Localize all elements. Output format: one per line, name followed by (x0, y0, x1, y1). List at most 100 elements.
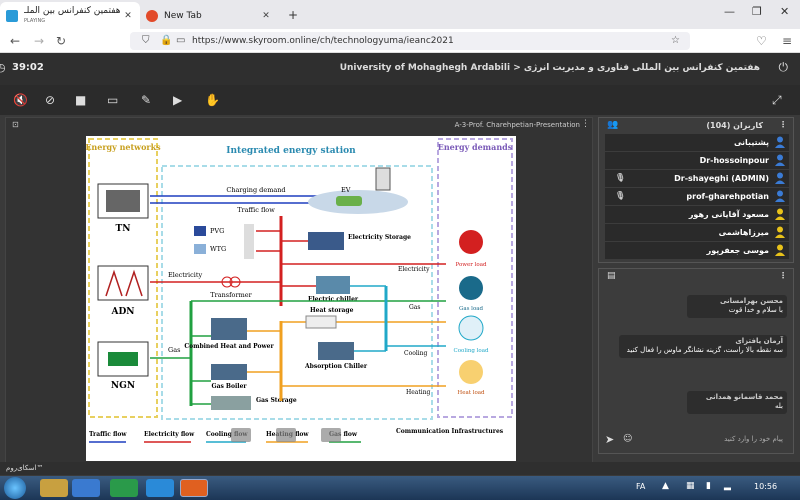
user-row[interactable]: میرزاهاشمی (605, 224, 789, 242)
language-indicator[interactable]: FA (636, 482, 646, 491)
battery-icon[interactable]: ▮ (706, 481, 711, 491)
minimize-icon[interactable]: — (724, 5, 735, 18)
chat-input[interactable]: ➤ ☺ پیام خود را وارد کنید (603, 431, 789, 449)
chat-text: سه نقطه بالا راست، گزینه نشانگر ماوس را … (626, 346, 783, 354)
emoji-icon[interactable]: ☺ (623, 434, 633, 444)
zoom-in-icon[interactable] (276, 428, 296, 442)
users-header: 👥 کاربران (104) ⋮ (599, 118, 793, 134)
pocket-icon[interactable]: ♡ (756, 34, 767, 48)
close-tab-icon[interactable]: ✕ (124, 10, 132, 21)
menu-icon[interactable]: ≡ (782, 34, 793, 48)
address-bar[interactable]: ⛉ 🔒 ▭ https://www.skyroom.online/ch/tech… (130, 32, 690, 50)
person-icon (775, 154, 785, 166)
chat-message: محمد قاسمانو همدانی بله (687, 391, 787, 414)
user-row[interactable]: موسی جعفرپور (605, 242, 789, 260)
user-row[interactable]: prof-gharehpotian🎙 (605, 188, 789, 206)
lock-icon[interactable]: 🔒 (160, 35, 173, 46)
transformer-label: Transformer (210, 291, 252, 299)
back-icon[interactable]: ← (10, 34, 21, 48)
person-icon (775, 226, 785, 238)
restore-icon[interactable]: ❐ (752, 5, 762, 18)
person-icon (775, 136, 785, 148)
users-count-title: کاربران (104) (706, 121, 763, 130)
electricity-left-label: Electricity (168, 271, 202, 279)
chat-text: با سلام و خدا قوت (728, 306, 783, 314)
microphone-icon: 🎙 (615, 191, 626, 200)
shield-icon[interactable]: ⛉ (142, 35, 150, 46)
tab-new-tab[interactable]: New Tab ✕ (140, 2, 278, 29)
legend-gas: Gas flow (329, 431, 358, 438)
close-tab-icon[interactable]: ✕ (262, 10, 270, 21)
send-icon[interactable]: ➤ (605, 433, 615, 446)
legend-electricity: Electricity flow (144, 431, 195, 438)
tray-arrow-icon[interactable]: ▲ (662, 481, 669, 491)
brand-footer: اسکای‌روم™ (0, 462, 800, 475)
user-name: Dr-shayeghi (ADMIN) (674, 174, 769, 183)
chat-author: محسن بهرامسانی (719, 297, 783, 305)
clock-icon: ◷ (0, 61, 6, 74)
whiteboard-pen-icon[interactable]: ✎ (141, 93, 152, 107)
network-ngn: NGN (111, 381, 135, 391)
person-icon (775, 190, 785, 202)
firefox-icon (146, 9, 158, 22)
energy-station-diagram: Energy networks Integrated energy statio… (85, 138, 513, 443)
ie-icon[interactable] (72, 479, 100, 497)
forward-icon[interactable]: → (34, 34, 45, 48)
bookmark-star-icon[interactable]: ☆ (671, 35, 680, 46)
tab-playing-label: PLAYING (24, 17, 46, 24)
user-row[interactable]: Dr-hossoinpour (605, 152, 789, 170)
camera-icon[interactable]: ■ (75, 93, 87, 107)
tab-skyroom[interactable]: اسکای‌روم - هفتمین کنفرانس بین الملـPLAY… (0, 2, 140, 29)
presentation-header: ⊡ A-3-Prof. Charehpetian-Presentation ⋮ (6, 118, 594, 133)
cooling-load-label: Cooling load (453, 348, 489, 354)
file-explorer-icon[interactable] (40, 479, 68, 497)
gas-right-label: Gas (409, 304, 420, 311)
chat-author: آرمان یافتزای (735, 337, 783, 345)
user-row[interactable]: پشتیبانی (605, 134, 789, 152)
user-name: پشتیبانی (733, 138, 769, 147)
camera-permission-icon[interactable]: ▭ (176, 35, 186, 46)
navigation-bar: ← → ↻ ⛉ 🔒 ▭ https://www.skyroom.online/c… (0, 29, 800, 53)
new-tab-icon[interactable]: + (288, 8, 299, 22)
skyroom-icon (6, 9, 18, 22)
power-load-label: Power load (456, 262, 487, 268)
media-toolbar: 🔇 ⊘ ■ ▭ ✎ ▶ ✋ ⤢ (0, 85, 800, 115)
exit-icon[interactable]: ⏻ (778, 60, 789, 74)
user-row[interactable]: Dr-shayeghi (ADMIN) 🎙 (605, 170, 789, 188)
absorption-chiller-label: Absorption Chiller (304, 363, 368, 370)
fullscreen-icon[interactable]: ⤢ (772, 93, 782, 107)
screen-share-icon[interactable]: ▭ (107, 93, 119, 107)
signal-icon[interactable]: ▂ (724, 481, 731, 491)
microphone-icon: 🎙 (615, 173, 626, 182)
more-options-icon[interactable]: ⋮ (779, 271, 787, 280)
firefox-taskbar-icon[interactable] (180, 479, 208, 497)
more-options-icon[interactable]: ⋮ (779, 120, 787, 129)
tab-title: New Tab (164, 10, 202, 21)
zoom-out-icon[interactable] (321, 428, 341, 442)
person-icon (775, 172, 785, 184)
presentation-icon[interactable]: ▶ (173, 93, 183, 107)
speaker-muted-icon[interactable]: 🔇 (13, 93, 28, 107)
more-options-icon[interactable]: ⋮ (581, 119, 590, 129)
legend-traffic: Traffic flow (89, 431, 127, 438)
media-icon[interactable] (110, 479, 138, 497)
presentation-title: A-3-Prof. Charehpetian-Presentation (454, 121, 580, 129)
zoom-fit-icon[interactable] (231, 428, 251, 442)
user-row[interactable]: مسعود آقایانی رهور (605, 206, 789, 224)
person-icon (775, 208, 785, 220)
chp-label: Combined Heat and Power (184, 343, 274, 350)
presentation-toggle-icon[interactable]: ⊡ (12, 120, 19, 129)
close-window-icon[interactable]: ✕ (780, 5, 790, 18)
chat-author: محمد قاسمانو همدانی (705, 393, 783, 401)
energy-demands-title: Energy demands (438, 142, 513, 152)
chat-message: آرمان یافتزای سه نقطه بالا راست، گزینه ن… (619, 335, 787, 358)
energy-networks-title: Energy networks (86, 142, 161, 152)
raise-hand-icon[interactable]: ✋ (205, 93, 220, 107)
telegram-icon[interactable] (146, 479, 174, 497)
chat-panel: ▤ ⋮ محسن بهرامسانی با سلام و خدا قوت آرم… (598, 268, 794, 454)
start-button-icon[interactable] (4, 477, 26, 499)
room-title: University of Mohaghegh Ardabili > هفتمی… (339, 63, 760, 73)
network-icon[interactable]: ▦ (686, 481, 695, 491)
reload-icon[interactable]: ↻ (56, 34, 67, 48)
mic-muted-icon[interactable]: ⊘ (45, 93, 56, 107)
